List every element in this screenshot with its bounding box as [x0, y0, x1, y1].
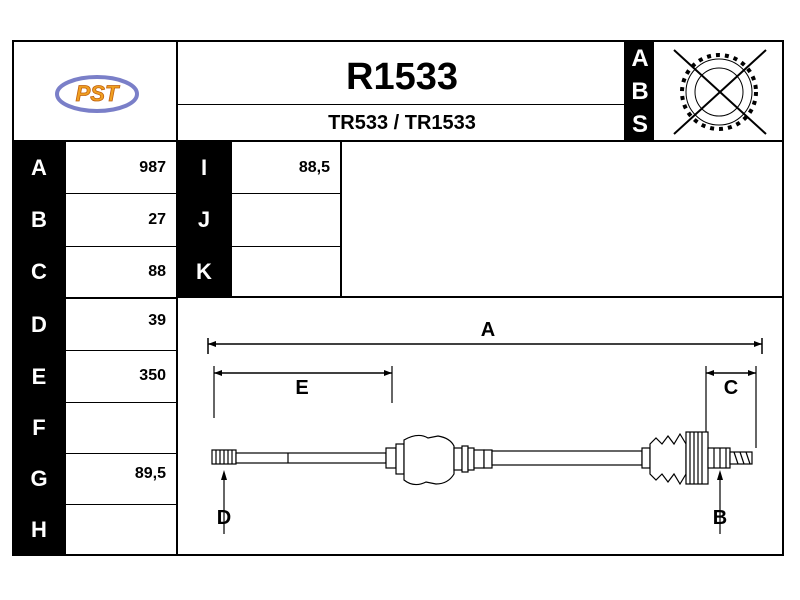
spec-label-i: I [178, 142, 230, 193]
spec-label-d: D [14, 299, 64, 350]
logo-text: PST [76, 81, 120, 106]
spec-label-h: H [14, 505, 64, 554]
spec-label-k: K [178, 247, 230, 297]
spec-value-b: 27 [148, 211, 166, 228]
logo-icon: PST [55, 75, 139, 113]
dim-c-label: C [724, 377, 738, 399]
shaft-drawing [211, 431, 753, 486]
spec-label-c: C [14, 247, 64, 297]
abs-letter-s: S [631, 111, 648, 139]
drive-shaft-diagram: A E C [178, 298, 782, 554]
spec-label-b: B [14, 194, 64, 246]
dim-d-label: D [217, 507, 231, 529]
alt-references: TR533 / TR1533 [328, 112, 476, 134]
dim-a-label: A [481, 319, 495, 341]
spec-label-g: G [14, 454, 64, 504]
spec-value-c: 88 [148, 263, 166, 280]
spec-label-e: E [14, 351, 64, 402]
spec-value-g: 89,5 [134, 465, 166, 482]
no-abs-ring-icon [656, 42, 782, 142]
dimension-d: D [217, 470, 231, 534]
spec-label-j: J [178, 194, 230, 246]
brand-logo: PST [14, 42, 176, 142]
dimension-a: A [207, 319, 763, 354]
abs-badge: A B S [626, 42, 654, 142]
spec-label-f: F [14, 403, 64, 453]
spec-value-e: 350 [139, 367, 166, 384]
abs-letter-b: B [631, 77, 649, 105]
dimension-b: B [713, 470, 727, 534]
dim-e-label: E [295, 377, 308, 399]
spec-value-a: 987 [139, 159, 166, 176]
dimension-e: E [213, 366, 393, 418]
dimension-c: C [705, 366, 757, 448]
spec-value-d: 39 [148, 312, 166, 329]
dim-b-label: B [713, 507, 727, 529]
spec-value-i: 88,5 [298, 159, 330, 176]
abs-letter-a: A [631, 44, 649, 72]
part-number-title: R1533 [346, 56, 458, 98]
spec-label-a: A [14, 142, 64, 193]
spec-sheet: PST R1533 TR533 / TR1533 A B S [12, 40, 784, 556]
